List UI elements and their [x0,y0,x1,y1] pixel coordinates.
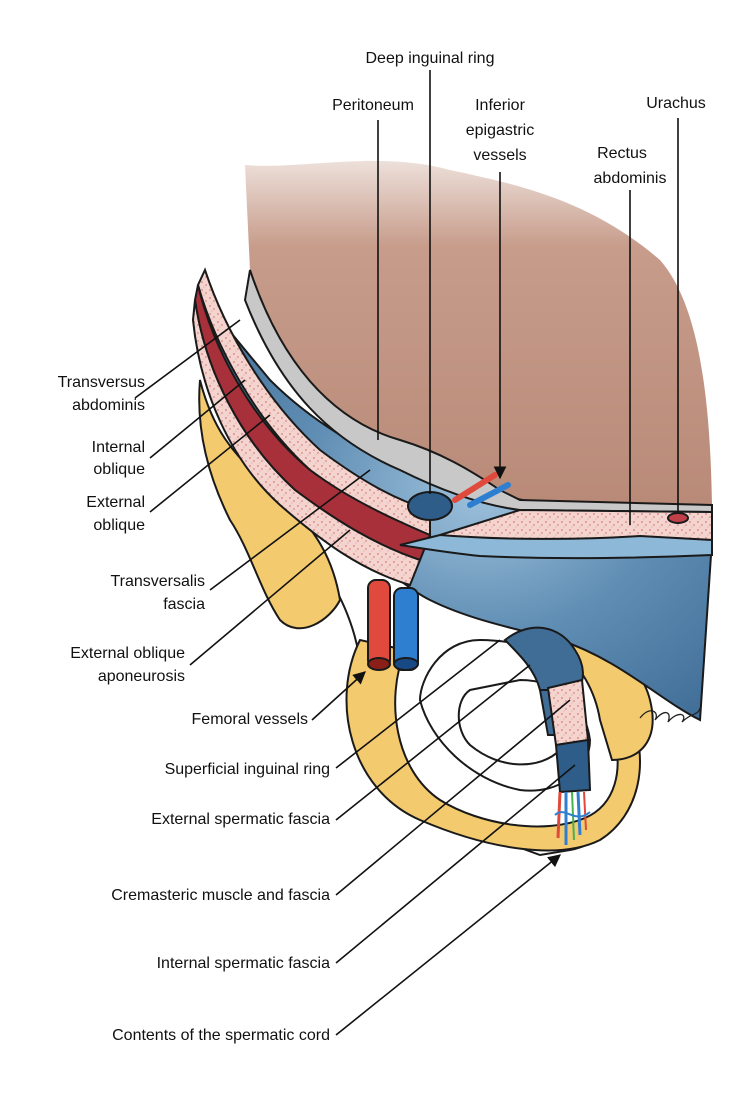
cord-contents [554,791,591,845]
label-external-oblique-2: oblique [93,517,145,534]
label-transversus-1: Transversus [58,374,145,391]
label-femoral-vessels: Femoral vessels [192,711,308,728]
label-eo-aponeurosis-1: External oblique [70,645,185,662]
label-external-spermatic: External spermatic fascia [151,811,330,828]
inferior-epigastric-artery [452,472,498,503]
femoral-artery [367,579,391,669]
femoral-artery-lumen [367,657,391,671]
label-cord-contents: Contents of the spermatic cord [112,1027,330,1044]
label-inferior-epigastric-2: epigastric [466,122,534,139]
artist-signature [639,707,701,723]
label-inferior-epigastric-3: vessels [473,147,526,164]
label-peritoneum: Peritoneum [332,97,414,114]
label-internal-spermatic: Internal spermatic fascia [157,955,331,972]
peritoneal-surface [245,160,712,505]
label-urachus: Urachus [646,95,706,112]
label-external-oblique-1: External [86,494,145,511]
label-deep-inguinal-ring: Deep inguinal ring [366,50,495,67]
rectus-dark-band [399,533,713,560]
label-internal-oblique-2: oblique [93,461,145,478]
urachus [667,512,689,524]
femoral-vein-lumen [393,657,419,671]
inferior-epigastric-vein [467,482,511,508]
label-eo-aponeurosis-2: aponeurosis [98,668,185,685]
label-transversalis-2: fascia [163,596,205,613]
label-rectus-1: Rectus [597,145,647,162]
label-inferior-epigastric-1: Inferior [475,97,525,114]
label-transversalis-1: Transversalis [110,573,205,590]
label-cremasteric: Cremasteric muscle and fascia [111,887,330,904]
deep-inguinal-ring [407,491,453,521]
leader-lines [134,70,679,1036]
label-transversus-2: abdominis [72,397,145,414]
label-rectus-2: abdominis [594,170,667,187]
label-internal-oblique-1: Internal [92,439,145,456]
label-superficial-ring: Superficial inguinal ring [165,761,330,778]
